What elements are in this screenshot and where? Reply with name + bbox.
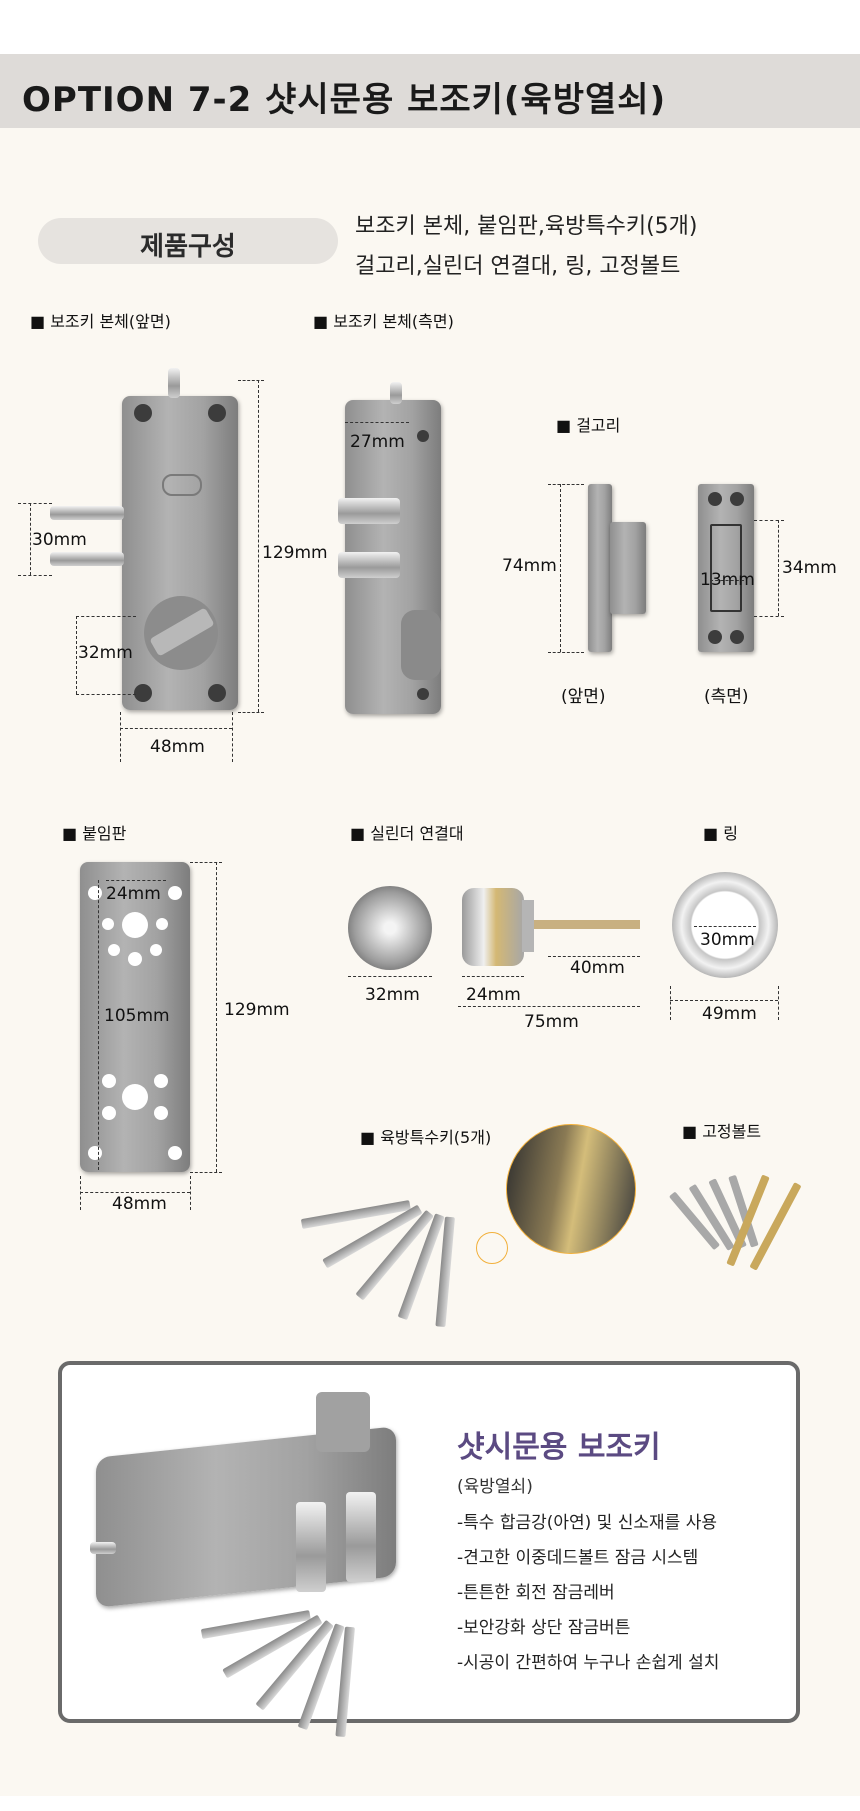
label-keys: ■ 육방특수키(5개) [360,1128,492,1147]
label-cylinder: ■ 실린더 연결대 [350,824,464,843]
cylinder-front-image [348,886,432,970]
label-hook-front: (앞면) [561,687,606,707]
dim-body-height: 129mm [262,543,328,563]
dim-plate-hole-spacing: 105mm [104,1006,170,1026]
dim-cylinder-total-length: 75mm [524,1012,579,1032]
dim-ring-inner: 30mm [700,930,755,950]
product-keys-image [200,1590,400,1738]
feature-item: -견고한 이중데드볼트 잠금 시스템 [457,1548,699,1568]
keys-image [300,1160,500,1328]
dim-plate-width: 48mm [112,1194,167,1214]
dim-hook-slot-height: 34mm [782,558,837,578]
lock-body-side-image [345,400,441,714]
title-bar [0,54,860,128]
ring-image [672,872,778,978]
lock-body-front-image [122,396,238,710]
dim-plate-top-width: 24mm [106,884,161,904]
label-plate: ■ 붙임판 [62,824,127,843]
cylinder-shaft [534,920,640,929]
dim-cylinder-body-length: 24mm [466,985,521,1005]
dim-bolt-spacing: 30mm [32,530,87,550]
label-body-front: ■ 보조키 본체(앞면) [30,312,171,331]
dim-ring-outer: 49mm [702,1004,757,1024]
composition-badge [38,218,338,264]
dim-body-depth: 27mm [350,432,405,452]
composition-line-2: 걸고리,실린더 연결대, 링, 고정볼트 [355,254,681,279]
feature-item: -특수 합금강(아연) 및 신소재를 사용 [457,1513,717,1533]
composition-badge-label: 제품구성 [140,232,236,262]
hook-front-image [588,484,612,652]
cylinder-side-image [462,888,524,966]
dim-hook-height: 74mm [502,556,557,576]
zoom-indicator-circle [476,1232,508,1264]
dim-cylinder-shaft-length: 40mm [570,958,625,978]
label-ring: ■ 링 [703,824,738,843]
label-hook: ■ 걸고리 [556,416,621,435]
hook-side-image [698,484,754,652]
hook-front-tab [610,522,646,614]
feature-item: -보안강화 상단 잠금버튼 [457,1618,631,1638]
product-subtitle: (육방열쇠) [457,1477,533,1497]
dim-plate-height: 129mm [224,1000,290,1020]
page-title: OPTION 7-2 샷시문용 보조키(육방열쇠) [22,80,667,120]
label-body-side: ■ 보조키 본체(측면) [313,312,454,331]
dim-cylinder-diameter: 32mm [365,985,420,1005]
feature-item: -시공이 간편하여 누구나 손쉽게 설치 [457,1653,720,1673]
dim-lever-height: 32mm [78,643,133,663]
label-bolts: ■ 고정볼트 [682,1122,762,1141]
key-detail-zoom [506,1124,636,1254]
label-hook-side: (측면) [704,687,749,707]
dim-body-width: 48mm [150,737,205,757]
feature-item: -튼튼한 회전 잠금레버 [457,1583,615,1603]
product-name: 샷시문용 보조키 [457,1430,661,1465]
bolts-image [664,1160,814,1271]
composition-line-1: 보조키 본체, 붙임판,육방특수키(5개) [355,214,698,239]
product-main-image [90,1392,416,1632]
dim-hook-slot-width: 13mm [700,570,755,590]
